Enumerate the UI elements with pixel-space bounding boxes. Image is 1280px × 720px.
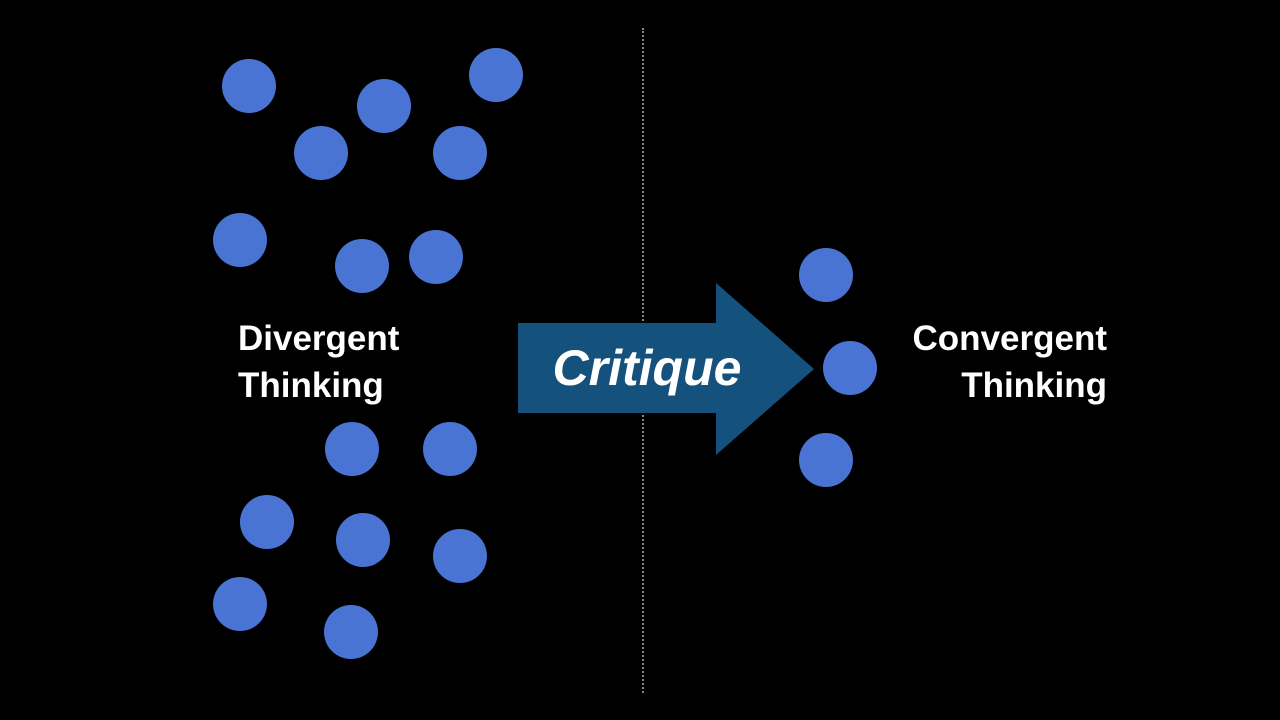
divergent-idea-dot (325, 422, 379, 476)
divergent-idea-dot (324, 605, 378, 659)
convergent-idea-dot (823, 341, 877, 395)
critique-label: Critique (552, 340, 742, 396)
convergent-label-line2: Thinking (961, 366, 1107, 405)
critique-arrow-shape (518, 283, 814, 455)
divergent-idea-dot (469, 48, 523, 102)
divergent-label-line2: Thinking (238, 366, 384, 405)
convergent-label-line1: Convergent (912, 319, 1107, 358)
divergent-thinking-label: Divergent Thinking (238, 315, 399, 409)
divergent-idea-dot (294, 126, 348, 180)
divergent-idea-dot (409, 230, 463, 284)
divergent-idea-dot (336, 513, 390, 567)
convergent-thinking-label: Convergent Thinking (913, 315, 1107, 409)
divergent-idea-dot (213, 577, 267, 631)
convergent-idea-dot (799, 433, 853, 487)
convergent-idea-dot (799, 248, 853, 302)
divergent-idea-dot (335, 239, 389, 293)
divergent-idea-dot (423, 422, 477, 476)
divergent-idea-dot (433, 126, 487, 180)
divergent-idea-dot (222, 59, 276, 113)
divergent-label-line1: Divergent (238, 319, 400, 358)
critique-arrow (518, 283, 814, 455)
divergent-idea-dot (433, 529, 487, 583)
divergent-idea-dot (240, 495, 294, 549)
divergent-idea-dot (357, 79, 411, 133)
divergent-idea-dot (213, 213, 267, 267)
